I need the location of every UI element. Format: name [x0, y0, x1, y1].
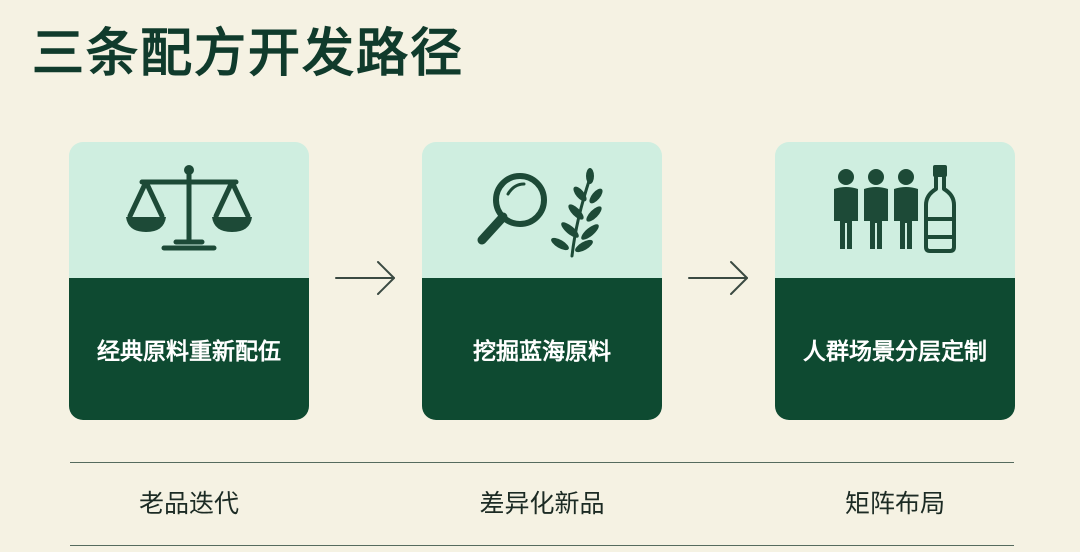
- card-3-label: 人群场景分层定制: [775, 278, 1015, 420]
- card-1-icon-area: [69, 142, 309, 278]
- card-2-label: 挖掘蓝海原料: [422, 278, 662, 420]
- page-title: 三条配方开发路径: [32, 24, 465, 84]
- card-2-icon-area: [422, 142, 662, 278]
- path-card-2: 挖掘蓝海原料: [422, 142, 662, 420]
- card-3-icon-area: [775, 142, 1015, 278]
- row-label-2: 差异化新品: [479, 489, 605, 518]
- table-bottom-rule: [70, 545, 1014, 546]
- people-bottle-icon: [834, 165, 956, 253]
- table-top-rule: [70, 462, 1014, 463]
- arrow-right-icon: [335, 261, 395, 295]
- path-card-1: 经典原料重新配伍: [69, 142, 309, 420]
- balance-scale-icon: [126, 165, 252, 251]
- card-1-label: 经典原料重新配伍: [69, 278, 309, 420]
- row-label-3: 矩阵布局: [844, 489, 945, 518]
- arrow-right-icon: [688, 261, 748, 295]
- path-card-3: 人群场景分层定制: [775, 142, 1015, 420]
- row-label-1: 老品迭代: [138, 489, 239, 518]
- magnifier-herb-icon: [477, 168, 603, 258]
